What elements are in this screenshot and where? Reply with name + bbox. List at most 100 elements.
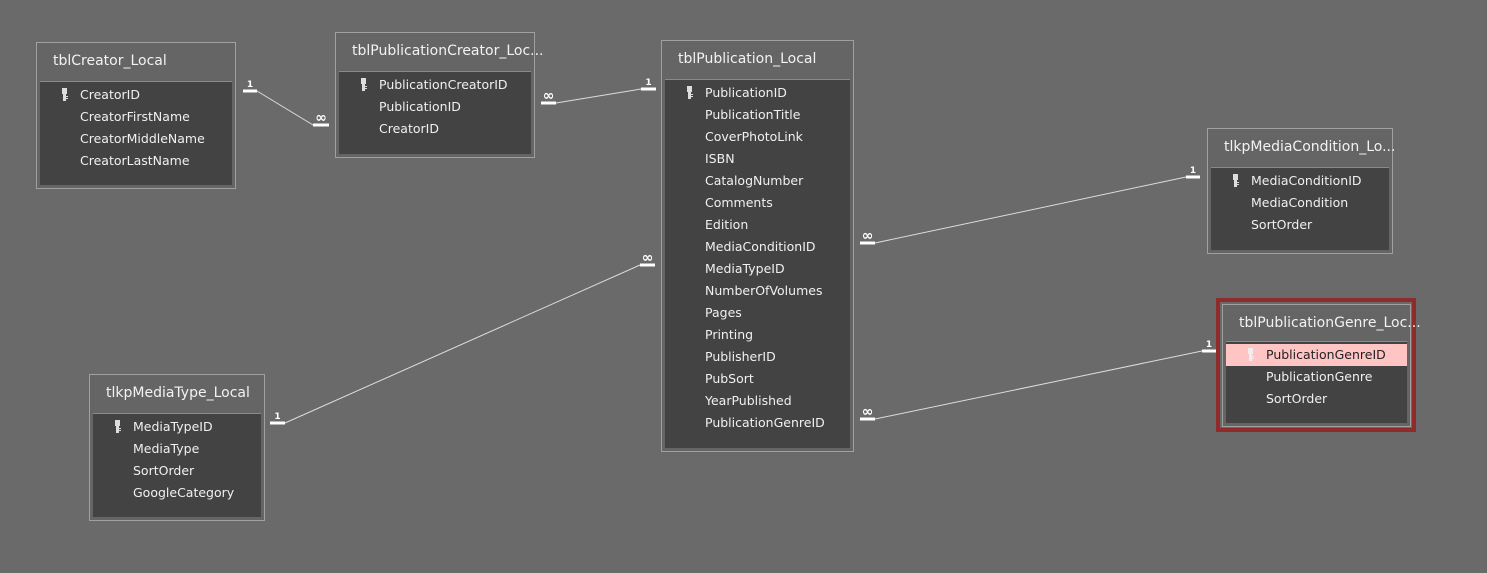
field-row[interactable]: GoogleCategory: [93, 482, 261, 504]
field-row[interactable]: MediaTypeID: [93, 416, 261, 438]
field-name: CatalogNumber: [705, 173, 804, 188]
field-name: MediaConditionID: [705, 239, 816, 254]
table-title[interactable]: tblPublicationGenre_Loc...: [1239, 315, 1421, 331]
field-name: PublicationCreatorID: [379, 77, 508, 92]
field-row[interactable]: SortOrder: [1211, 214, 1389, 236]
field-name: PublisherID: [705, 349, 776, 364]
table-mediacond[interactable]: tlkpMediaCondition_Lo... MediaConditionID…: [1207, 128, 1396, 254]
field-row[interactable]: CatalogNumber: [665, 170, 850, 192]
field-name: ISBN: [705, 151, 735, 166]
field-name: CreatorFirstName: [80, 109, 190, 124]
one-label: 1: [274, 412, 280, 422]
table-genre[interactable]: tblPublicationGenre_Loc... PublicationGen…: [1222, 304, 1421, 427]
field-name: CreatorLastName: [80, 153, 190, 168]
field-row[interactable]: Printing: [665, 324, 850, 346]
field-row[interactable]: CreatorLastName: [40, 150, 232, 172]
field-row[interactable]: MediaConditionID: [665, 236, 850, 258]
field-name: MediaCondition: [1251, 195, 1349, 210]
field-name: PublicationTitle: [705, 107, 801, 122]
field-name: PubSort: [705, 371, 754, 386]
relationship-line[interactable]: [874, 350, 1203, 420]
field-row[interactable]: CreatorFirstName: [40, 106, 232, 128]
relationship-line[interactable]: [874, 176, 1187, 244]
field-name: PublicationGenreID: [1266, 347, 1386, 362]
many-label: ∞: [862, 228, 874, 244]
field-row[interactable]: CoverPhotoLink: [665, 126, 850, 148]
primary-key-icon: [1233, 174, 1239, 187]
many-label: ∞: [642, 250, 654, 266]
field-row[interactable]: Pages: [665, 302, 850, 324]
field-row[interactable]: PublicationCreatorID: [339, 74, 531, 96]
field-row[interactable]: NumberOfVolumes: [665, 280, 850, 302]
primary-key-icon: [62, 88, 68, 101]
field-row[interactable]: MediaTypeID: [665, 258, 850, 280]
field-row[interactable]: PublicationTitle: [665, 104, 850, 126]
field-row[interactable]: PublicationID: [665, 82, 850, 104]
field-row[interactable]: PublisherID: [665, 346, 850, 368]
field-name: PublicationID: [379, 99, 461, 114]
field-row[interactable]: MediaCondition: [1211, 192, 1389, 214]
field-name: CreatorID: [80, 87, 140, 102]
field-row[interactable]: PublicationGenre: [1226, 366, 1407, 388]
field-row[interactable]: CreatorMiddleName: [40, 128, 232, 150]
field-name: Edition: [705, 217, 749, 232]
field-name: CreatorMiddleName: [80, 131, 205, 146]
many-label: ∞: [315, 110, 327, 126]
table-title[interactable]: tlkpMediaCondition_Lo...: [1224, 139, 1396, 155]
relationship-line[interactable]: [555, 88, 642, 104]
table-title[interactable]: tlkpMediaType_Local: [106, 385, 250, 401]
field-row[interactable]: MediaConditionID: [1211, 170, 1389, 192]
field-name: YearPublished: [705, 393, 792, 408]
field-name: SortOrder: [133, 463, 195, 478]
field-name: Pages: [705, 305, 742, 320]
field-row[interactable]: CreatorID: [40, 84, 232, 106]
field-name: Comments: [705, 195, 773, 210]
primary-key-icon: [115, 420, 121, 433]
field-row[interactable]: SortOrder: [93, 460, 261, 482]
relationship-line[interactable]: [284, 264, 641, 424]
table-title[interactable]: tblPublicationCreator_Loc...: [352, 43, 544, 59]
field-name: CreatorID: [379, 121, 439, 136]
field-row[interactable]: PublicationGenreID: [1226, 344, 1407, 366]
field-name: PublicationGenre: [1266, 369, 1373, 384]
relationship-line[interactable]: [256, 90, 314, 126]
one-label: 1: [247, 80, 253, 90]
field-row[interactable]: CreatorID: [339, 118, 531, 140]
field-row[interactable]: PublicationID: [339, 96, 531, 118]
table-pubcreator[interactable]: tblPublicationCreator_Loc... PublicationC…: [335, 32, 544, 158]
primary-key-icon: [687, 86, 693, 99]
field-name: MediaType: [133, 441, 200, 456]
field-name: NumberOfVolumes: [705, 283, 823, 298]
field-row[interactable]: Comments: [665, 192, 850, 214]
field-name: GoogleCategory: [133, 485, 235, 500]
primary-key-icon: [361, 78, 367, 91]
field-name: PublicationID: [705, 85, 787, 100]
table-title[interactable]: tblCreator_Local: [53, 53, 167, 69]
one-label: 1: [1206, 340, 1212, 350]
field-row[interactable]: YearPublished: [665, 390, 850, 412]
selected-table-frame: [1216, 298, 1416, 432]
field-name: SortOrder: [1251, 217, 1313, 232]
field-row[interactable]: PubSort: [665, 368, 850, 390]
one-label: 1: [645, 78, 651, 88]
field-name: Printing: [705, 327, 754, 342]
field-row[interactable]: Edition: [665, 214, 850, 236]
field-list[interactable]: PublicationCreatorID PublicationID Creator…: [339, 71, 531, 154]
field-row[interactable]: MediaType: [93, 438, 261, 460]
field-row[interactable]: SortOrder: [1226, 388, 1407, 410]
field-name: MediaConditionID: [1251, 173, 1362, 188]
field-row[interactable]: PublicationGenreID: [665, 412, 850, 434]
field-row[interactable]: ISBN: [665, 148, 850, 170]
table-title[interactable]: tblPublication_Local: [678, 51, 817, 67]
field-name: PublicationGenreID: [705, 415, 825, 430]
field-name: SortOrder: [1266, 391, 1328, 406]
